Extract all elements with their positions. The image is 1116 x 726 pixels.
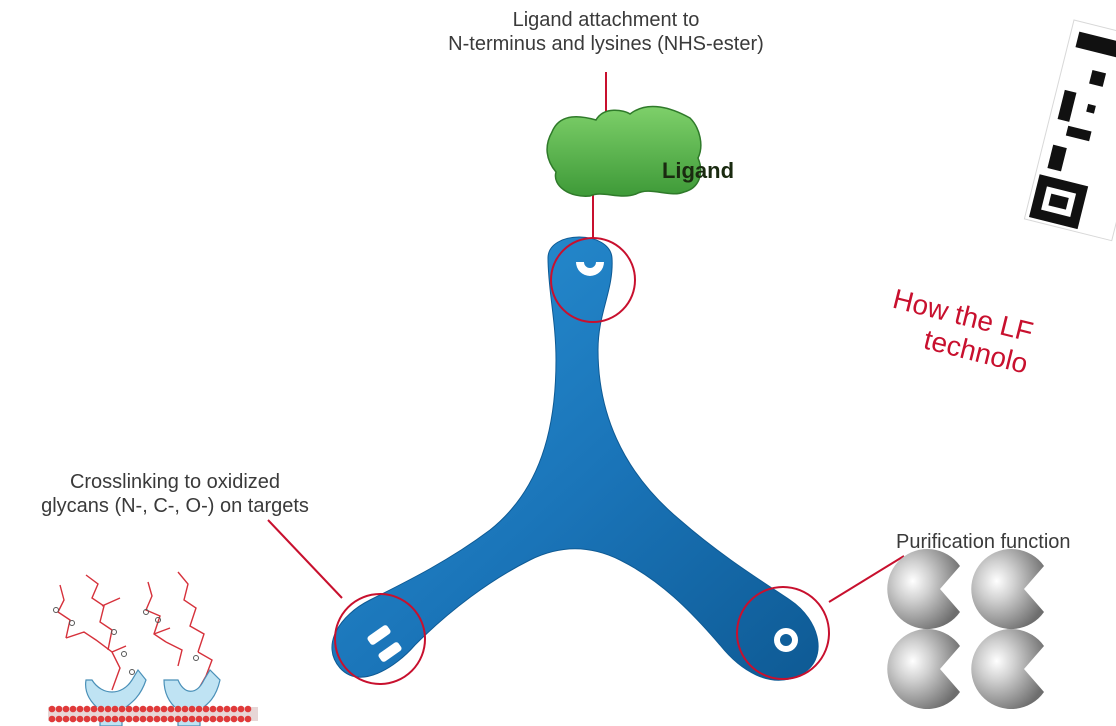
membrane-lipid-head (161, 706, 168, 713)
membrane-lipid-head (147, 706, 154, 713)
membrane-lipid-head (189, 706, 196, 713)
membrane-lipid-head (203, 716, 210, 723)
membrane-lipid-head (84, 706, 91, 713)
ligand-attachment-line-2: N-terminus and lysines (NHS-ester) (386, 32, 826, 56)
membrane-lipid-head (154, 716, 161, 723)
membrane-lipid-head (231, 716, 238, 723)
purification-bead-icon (887, 549, 1044, 709)
membrane-lipid-head (147, 716, 154, 723)
membrane-lipid-head (56, 716, 63, 723)
membrane-lipid-head (126, 716, 133, 723)
membrane-lipid-head (245, 716, 252, 723)
membrane-lipid-head (119, 706, 126, 713)
membrane-lipid-head (203, 706, 210, 713)
membrane-lipid-head (182, 706, 189, 713)
membrane-lipid-head (189, 716, 196, 723)
membrane-lipid-head (210, 716, 217, 723)
membrane-lipid-head (182, 716, 189, 723)
membrane-lipid-head (238, 716, 245, 723)
crosslinking-label: Crosslinking to oxidized glycans (N-, C-… (0, 470, 350, 518)
membrane-lipid-head (224, 706, 231, 713)
membrane-lipid-head (126, 706, 133, 713)
membrane-lipid-head (49, 706, 56, 713)
membrane-lipid-head (168, 706, 175, 713)
membrane-lipid-head (112, 706, 119, 713)
crosslinking-line-1: Crosslinking to oxidized (0, 470, 350, 494)
purification-label: Purification function (896, 530, 1116, 554)
membrane-lipid-head (84, 716, 91, 723)
membrane-lipid-head (105, 706, 112, 713)
membrane-lipid-head (70, 716, 77, 723)
membrane-lipid-head (168, 716, 175, 723)
membrane-lipid-head (63, 706, 70, 713)
crosslinking-line-2: glycans (N-, C-, O-) on targets (0, 494, 350, 518)
glycan-oxide-dots (54, 608, 215, 681)
membrane-lipid-head (140, 706, 147, 713)
ligand-attachment-line-1: Ligand attachment to (386, 8, 826, 32)
membrane-lipid-head (56, 706, 63, 713)
membrane-lipid-head (175, 716, 182, 723)
membrane-lipid-head (70, 706, 77, 713)
membrane-lipid-head (77, 706, 84, 713)
membrane-lipid-head (196, 716, 203, 723)
membrane-lipid-head (105, 716, 112, 723)
ligand-label: Ligand (648, 158, 748, 184)
membrane-lipid-head (133, 716, 140, 723)
membrane-lipid-head (175, 706, 182, 713)
membrane-lipid-head (245, 706, 252, 713)
crosslink-pointer-line (268, 520, 342, 598)
membrane-lipid-head (133, 706, 140, 713)
membrane-lipid-head (91, 716, 98, 723)
qr-code-icon (1024, 20, 1116, 241)
membrane-lipid-head (217, 706, 224, 713)
membrane-lipid-head (140, 716, 147, 723)
membrane-lipid-head (217, 716, 224, 723)
membrane-lipid-head (224, 716, 231, 723)
membrane-lipid-head (112, 716, 119, 723)
membrane-lipid-head (77, 716, 84, 723)
membrane-lipid-head (63, 716, 70, 723)
membrane-lipid-head (154, 706, 161, 713)
membrane-lipid-head (161, 716, 168, 723)
membrane-lipid-head (119, 716, 126, 723)
trifunctional-molecule (332, 237, 818, 680)
glycan-chains (58, 572, 212, 690)
membrane-lipid-head (196, 706, 203, 713)
membrane-lipid-head (231, 706, 238, 713)
membrane-lipid-head (98, 706, 105, 713)
membrane-lipid-head (98, 716, 105, 723)
membrane-lipid-head (210, 706, 217, 713)
membrane-lipid-head (49, 716, 56, 723)
membrane-lipid-head (91, 706, 98, 713)
membrane-lipid-head (238, 706, 245, 713)
ligand-attachment-label: Ligand attachment to N-terminus and lysi… (386, 8, 826, 56)
